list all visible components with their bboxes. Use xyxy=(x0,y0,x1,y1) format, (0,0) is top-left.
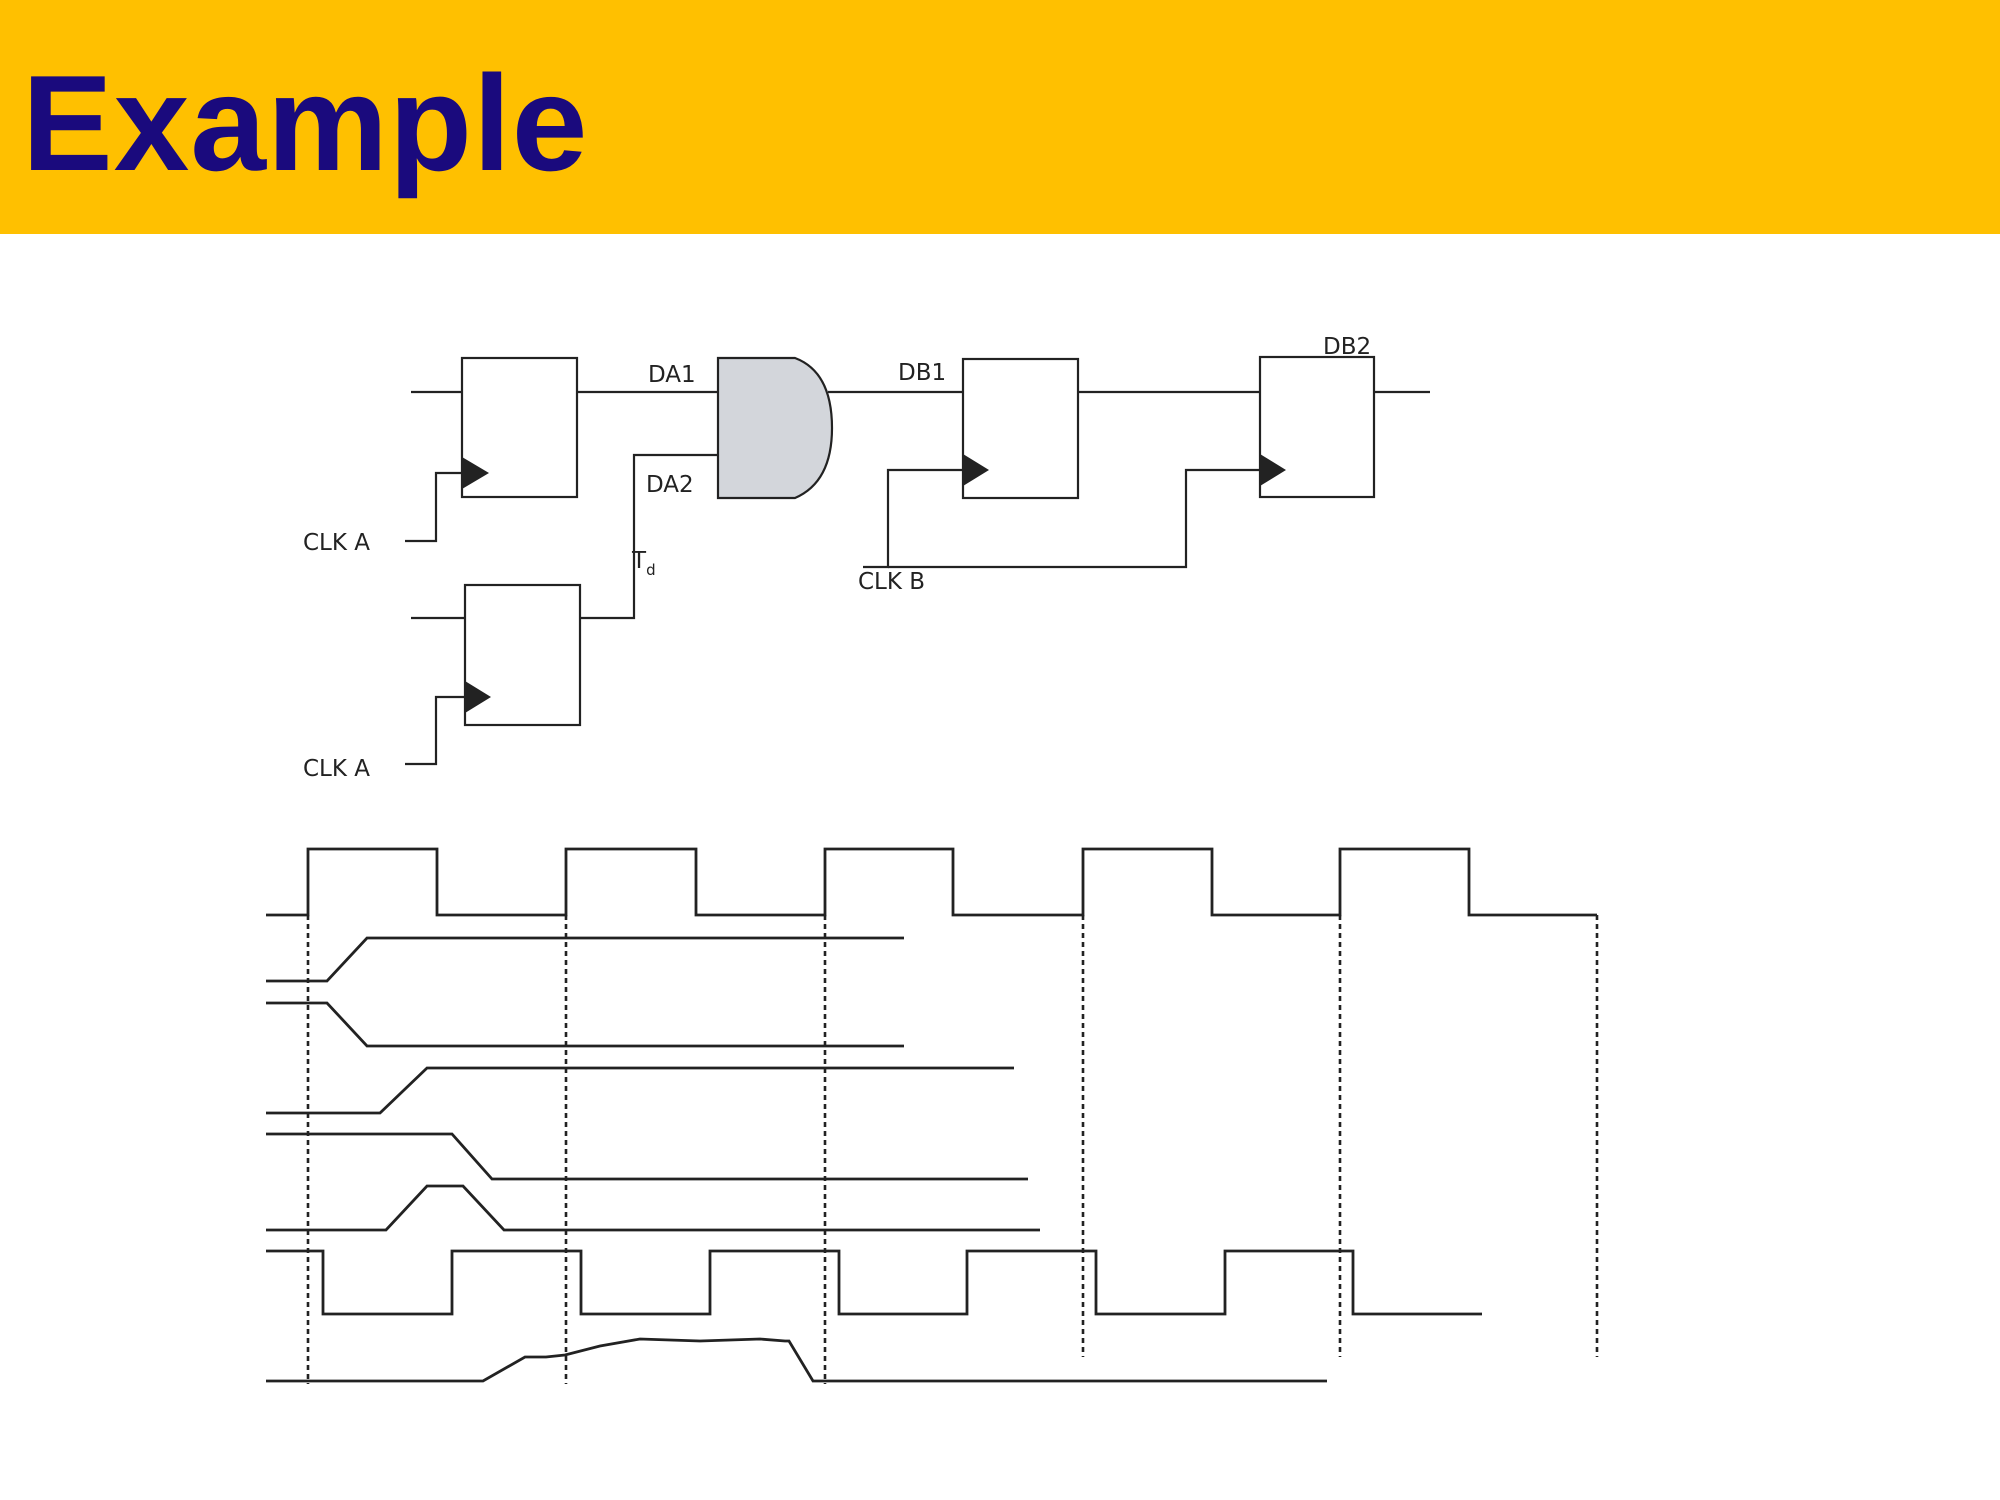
label-clk-a-bottom: CLK A xyxy=(303,756,370,782)
wire-clk-a-top xyxy=(405,471,462,543)
clock-triangle-b1 xyxy=(963,454,989,486)
waveform-db2 xyxy=(266,1337,1327,1383)
waveform-da1 xyxy=(266,936,904,983)
label-da2: DA2 xyxy=(646,472,694,498)
label-td-sub: d xyxy=(646,561,656,579)
clock-triangle-a2 xyxy=(465,681,491,713)
wire-clk-a-bottom xyxy=(405,695,465,766)
clock-triangle-b2 xyxy=(1260,454,1286,486)
label-db1: DB1 xyxy=(898,360,946,386)
waveform-clk-a xyxy=(266,847,1597,917)
label-td: Td xyxy=(631,548,656,579)
clock-triangle-a1 xyxy=(462,457,489,489)
label-clk-b: CLK B xyxy=(858,569,925,595)
label-clk-a-top: CLK A xyxy=(303,530,370,556)
label-db2: DB2 xyxy=(1323,334,1371,360)
waveform-glitch xyxy=(266,1184,1040,1232)
label-td-main: T xyxy=(631,548,647,574)
flip-flop-a1 xyxy=(460,356,579,499)
waveform-clk-b xyxy=(266,1249,1482,1316)
waveform-da2 xyxy=(266,1001,904,1048)
slide-title: Example xyxy=(22,47,589,199)
wire-clk-b-b2 xyxy=(888,468,1260,569)
and-gate xyxy=(716,356,834,500)
wire-da2 xyxy=(580,453,718,620)
wire-clk-b-b1 xyxy=(863,468,963,569)
flip-flop-a2 xyxy=(463,583,582,727)
waveform-db1-fall xyxy=(266,1132,1028,1181)
flip-flop-b1 xyxy=(961,357,1080,500)
flip-flop-b2 xyxy=(1258,355,1376,499)
header-bar xyxy=(0,0,2000,234)
waveform-db1-rise xyxy=(266,1066,1014,1115)
label-da1: DA1 xyxy=(648,362,696,388)
